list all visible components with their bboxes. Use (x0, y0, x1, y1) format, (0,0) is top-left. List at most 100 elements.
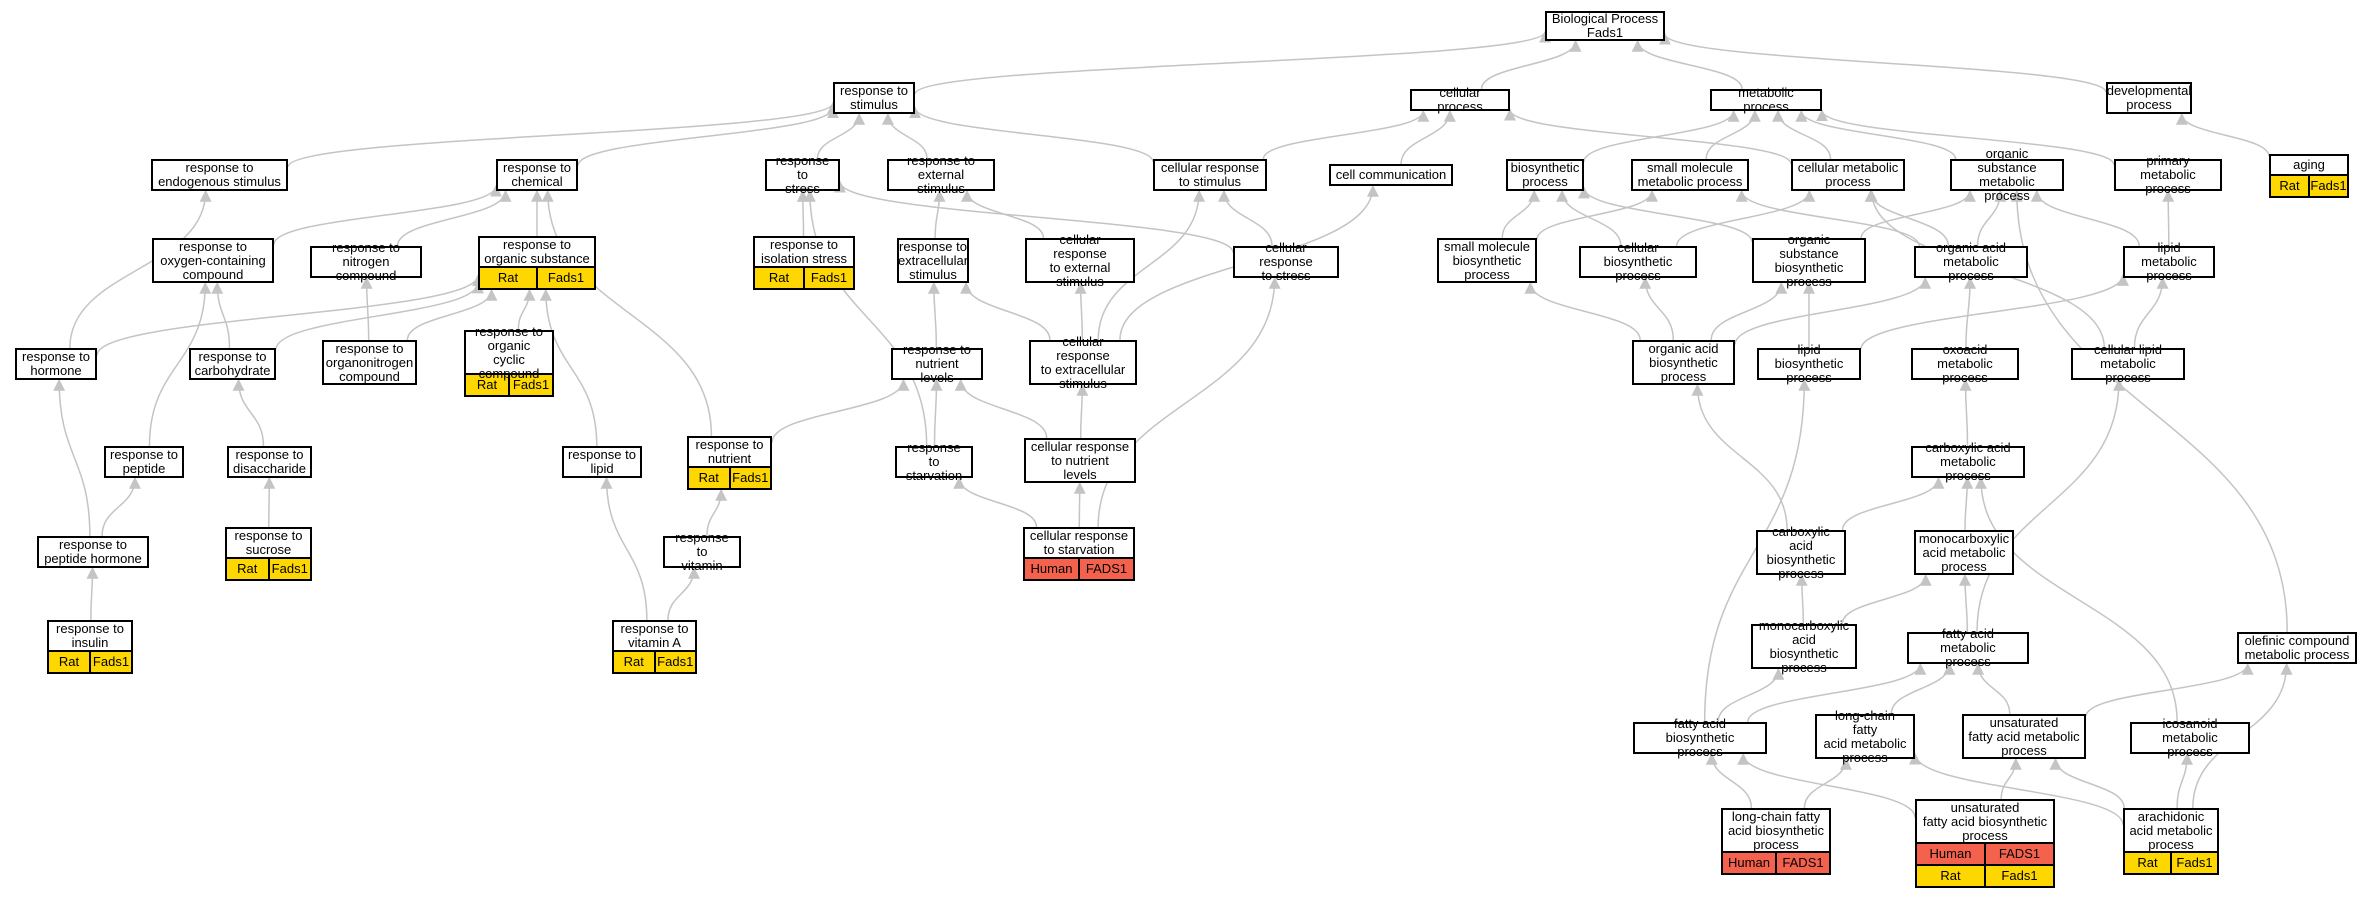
go-term-rtstarv[interactable]: response to starvation (895, 440, 973, 483)
go-term-rtc[interactable]: response to chemical (496, 159, 578, 191)
is-a-edge (771, 378, 910, 443)
go-term-icomp[interactable]: icosanoid metabolic process (2130, 717, 2250, 759)
gene-cell: Fads1 (2308, 176, 2347, 196)
go-term-cmp[interactable]: cellular metabolic process (1791, 159, 1905, 191)
is-a-edge (2176, 752, 2194, 809)
go-term-cp[interactable]: cellular process (1410, 85, 1510, 114)
go-term-crtnl[interactable]: cellular response to nutrient levels (1024, 438, 1136, 483)
go-term-rtst[interactable]: response to stress (765, 153, 840, 196)
go-term-pmp[interactable]: primary metabolic process (2114, 154, 2222, 196)
go-term-rtpep[interactable]: response to peptide (104, 446, 184, 478)
go-term-label: response to nutrient (695, 437, 764, 466)
is-a-edge (541, 189, 713, 437)
go-term-fabp[interactable]: fatty acid biosynthetic process (1633, 717, 1767, 759)
go-term-camp[interactable]: carboxylic acid metabolic process (1911, 441, 2025, 483)
go-term-crtes2[interactable]: cellular response to extracellular stimu… (1029, 334, 1137, 390)
is-a-edge (396, 189, 512, 247)
go-term-rtnl[interactable]: response to nutrient levels (891, 343, 983, 385)
go-term-cabp[interactable]: carboxylic acid biosynthetic process (1756, 524, 1846, 580)
go-term-label: response to external stimulus (907, 153, 975, 196)
go-term-lmp[interactable]: lipid metabolic process (2123, 241, 2215, 283)
species-cell: Human (1929, 846, 1972, 861)
is-a-edge (1675, 189, 1816, 247)
go-term-rtcarb[interactable]: response to carbohydrate (189, 348, 276, 380)
go-term-smbp[interactable]: small molecule biosynthetic process (1437, 238, 1537, 283)
go-term-lcfabp[interactable]: long-chain fatty acid biosynthetic proce… (1721, 808, 1831, 875)
go-term-oamp[interactable]: organic acid metabolic process (1914, 241, 2028, 283)
go-term-res[interactable]: response to endogenous stimulus (151, 159, 288, 191)
is-a-edge (1631, 39, 1743, 90)
is-a-edge (796, 189, 809, 237)
go-term-rtocc[interactable]: response to oxygen-containing compound (152, 238, 274, 283)
is-a-edge (930, 378, 943, 447)
go-term-biop[interactable]: biosynthetic process (1506, 159, 1584, 191)
is-a-edge (1217, 189, 1273, 247)
is-a-edge (1583, 109, 1740, 162)
go-term-osbp[interactable]: organic substance biosynthetic process (1752, 232, 1866, 288)
go-term-label: cellular lipid metabolic process (2094, 342, 2162, 385)
is-a-edge (881, 112, 928, 160)
go-term-oxmp[interactable]: oxoacid metabolic process (1911, 343, 2019, 385)
go-term-smmp[interactable]: small molecule metabolic process (1631, 159, 1749, 191)
go-term-clmp[interactable]: cellular lipid metabolic process (2071, 342, 2185, 385)
go-term-rts[interactable]: response to stimulus (833, 82, 915, 114)
go-term-mp[interactable]: metabolic process (1710, 86, 1822, 114)
go-term-oabp[interactable]: organic acid biosynthetic process (1632, 340, 1735, 385)
go-term-rtonc[interactable]: response to organonitrogen compound (322, 340, 417, 385)
is-a-edge (909, 106, 1154, 163)
go-term-label: response to organic cyclic compound (475, 323, 543, 380)
go-term-label: response to stress (775, 153, 830, 196)
go-term-label: response to chemical (503, 160, 571, 189)
go-term-rtocc2[interactable]: response to organic cyclic compoundRatFa… (464, 323, 554, 397)
go-term-crs[interactable]: cellular response to stimulus (1153, 159, 1267, 191)
go-term-label: cellular response to external stimulus (1049, 231, 1111, 289)
go-term-rtlip[interactable]: response to lipid (562, 446, 642, 478)
go-term-label: response to starvation (905, 440, 963, 483)
go-term-dp[interactable]: developmental process (2106, 82, 2192, 114)
go-term-lcfamp[interactable]: long-chain fatty acid metabolic process (1815, 708, 1915, 764)
go-term-res2[interactable]: response to external stimulus (887, 153, 995, 196)
go-term-crtst[interactable]: cellular response to stress (1233, 241, 1339, 283)
go-term-crtes[interactable]: cellular response to external stimulus (1025, 231, 1135, 289)
go-term-ufabp[interactable]: unsaturated fatty acid biosynthetic proc… (1915, 799, 2055, 888)
is-a-edge (287, 101, 839, 168)
go-term-rtdis[interactable]: response to disaccharide (227, 446, 312, 478)
gene-cell: FADS1 (1984, 844, 2053, 864)
go-term-mcamp[interactable]: monocarboxylic acid metabolic process (1914, 530, 2014, 575)
go-term-bp[interactable]: Biological Process Fads1 (1545, 11, 1665, 41)
go-term-lbp[interactable]: lipid biosynthetic process (1757, 343, 1861, 385)
is-a-edge (2030, 189, 2140, 247)
go-term-osmp[interactable]: organic substance metabolic process (1950, 147, 2064, 203)
is-a-edge (1691, 383, 1788, 531)
go-term-cbp[interactable]: cellular biosynthetic process (1579, 241, 1697, 283)
go-term-famp[interactable]: fatty acid metabolic process (1907, 627, 2029, 669)
go-term-ocmp[interactable]: olefinic compound metabolic process (2237, 632, 2357, 664)
go-term-rtvit[interactable]: response to vitamin (663, 531, 741, 573)
go-term-cc[interactable]: cell communication (1329, 164, 1453, 186)
go-term-label: monocarboxylic acid biosynthetic process (1758, 617, 1850, 675)
go-term-mcabp[interactable]: monocarboxylic acid biosynthetic process (1751, 617, 1857, 675)
go-term-rtes[interactable]: response to extracellular stimulus (897, 238, 969, 283)
go-term-rtnc[interactable]: response to nitrogen compound (310, 241, 422, 283)
species-cell: Rat (698, 470, 719, 485)
is-a-edge (834, 180, 1234, 253)
species-cell: Rat (58, 654, 80, 669)
is-a-edge (803, 189, 928, 447)
gene-cell: Fads1 (89, 652, 131, 672)
is-a-edge (96, 274, 484, 356)
go-term-rth[interactable]: response to hormone (15, 348, 97, 380)
go-term-rtph[interactable]: response to peptide hormone (37, 536, 149, 568)
go-term-ufamp[interactable]: unsaturated fatty acid metabolic process (1962, 714, 2086, 759)
go-term-label: cellular process (1437, 85, 1483, 114)
go-term-label: response to organic substance (484, 237, 590, 266)
